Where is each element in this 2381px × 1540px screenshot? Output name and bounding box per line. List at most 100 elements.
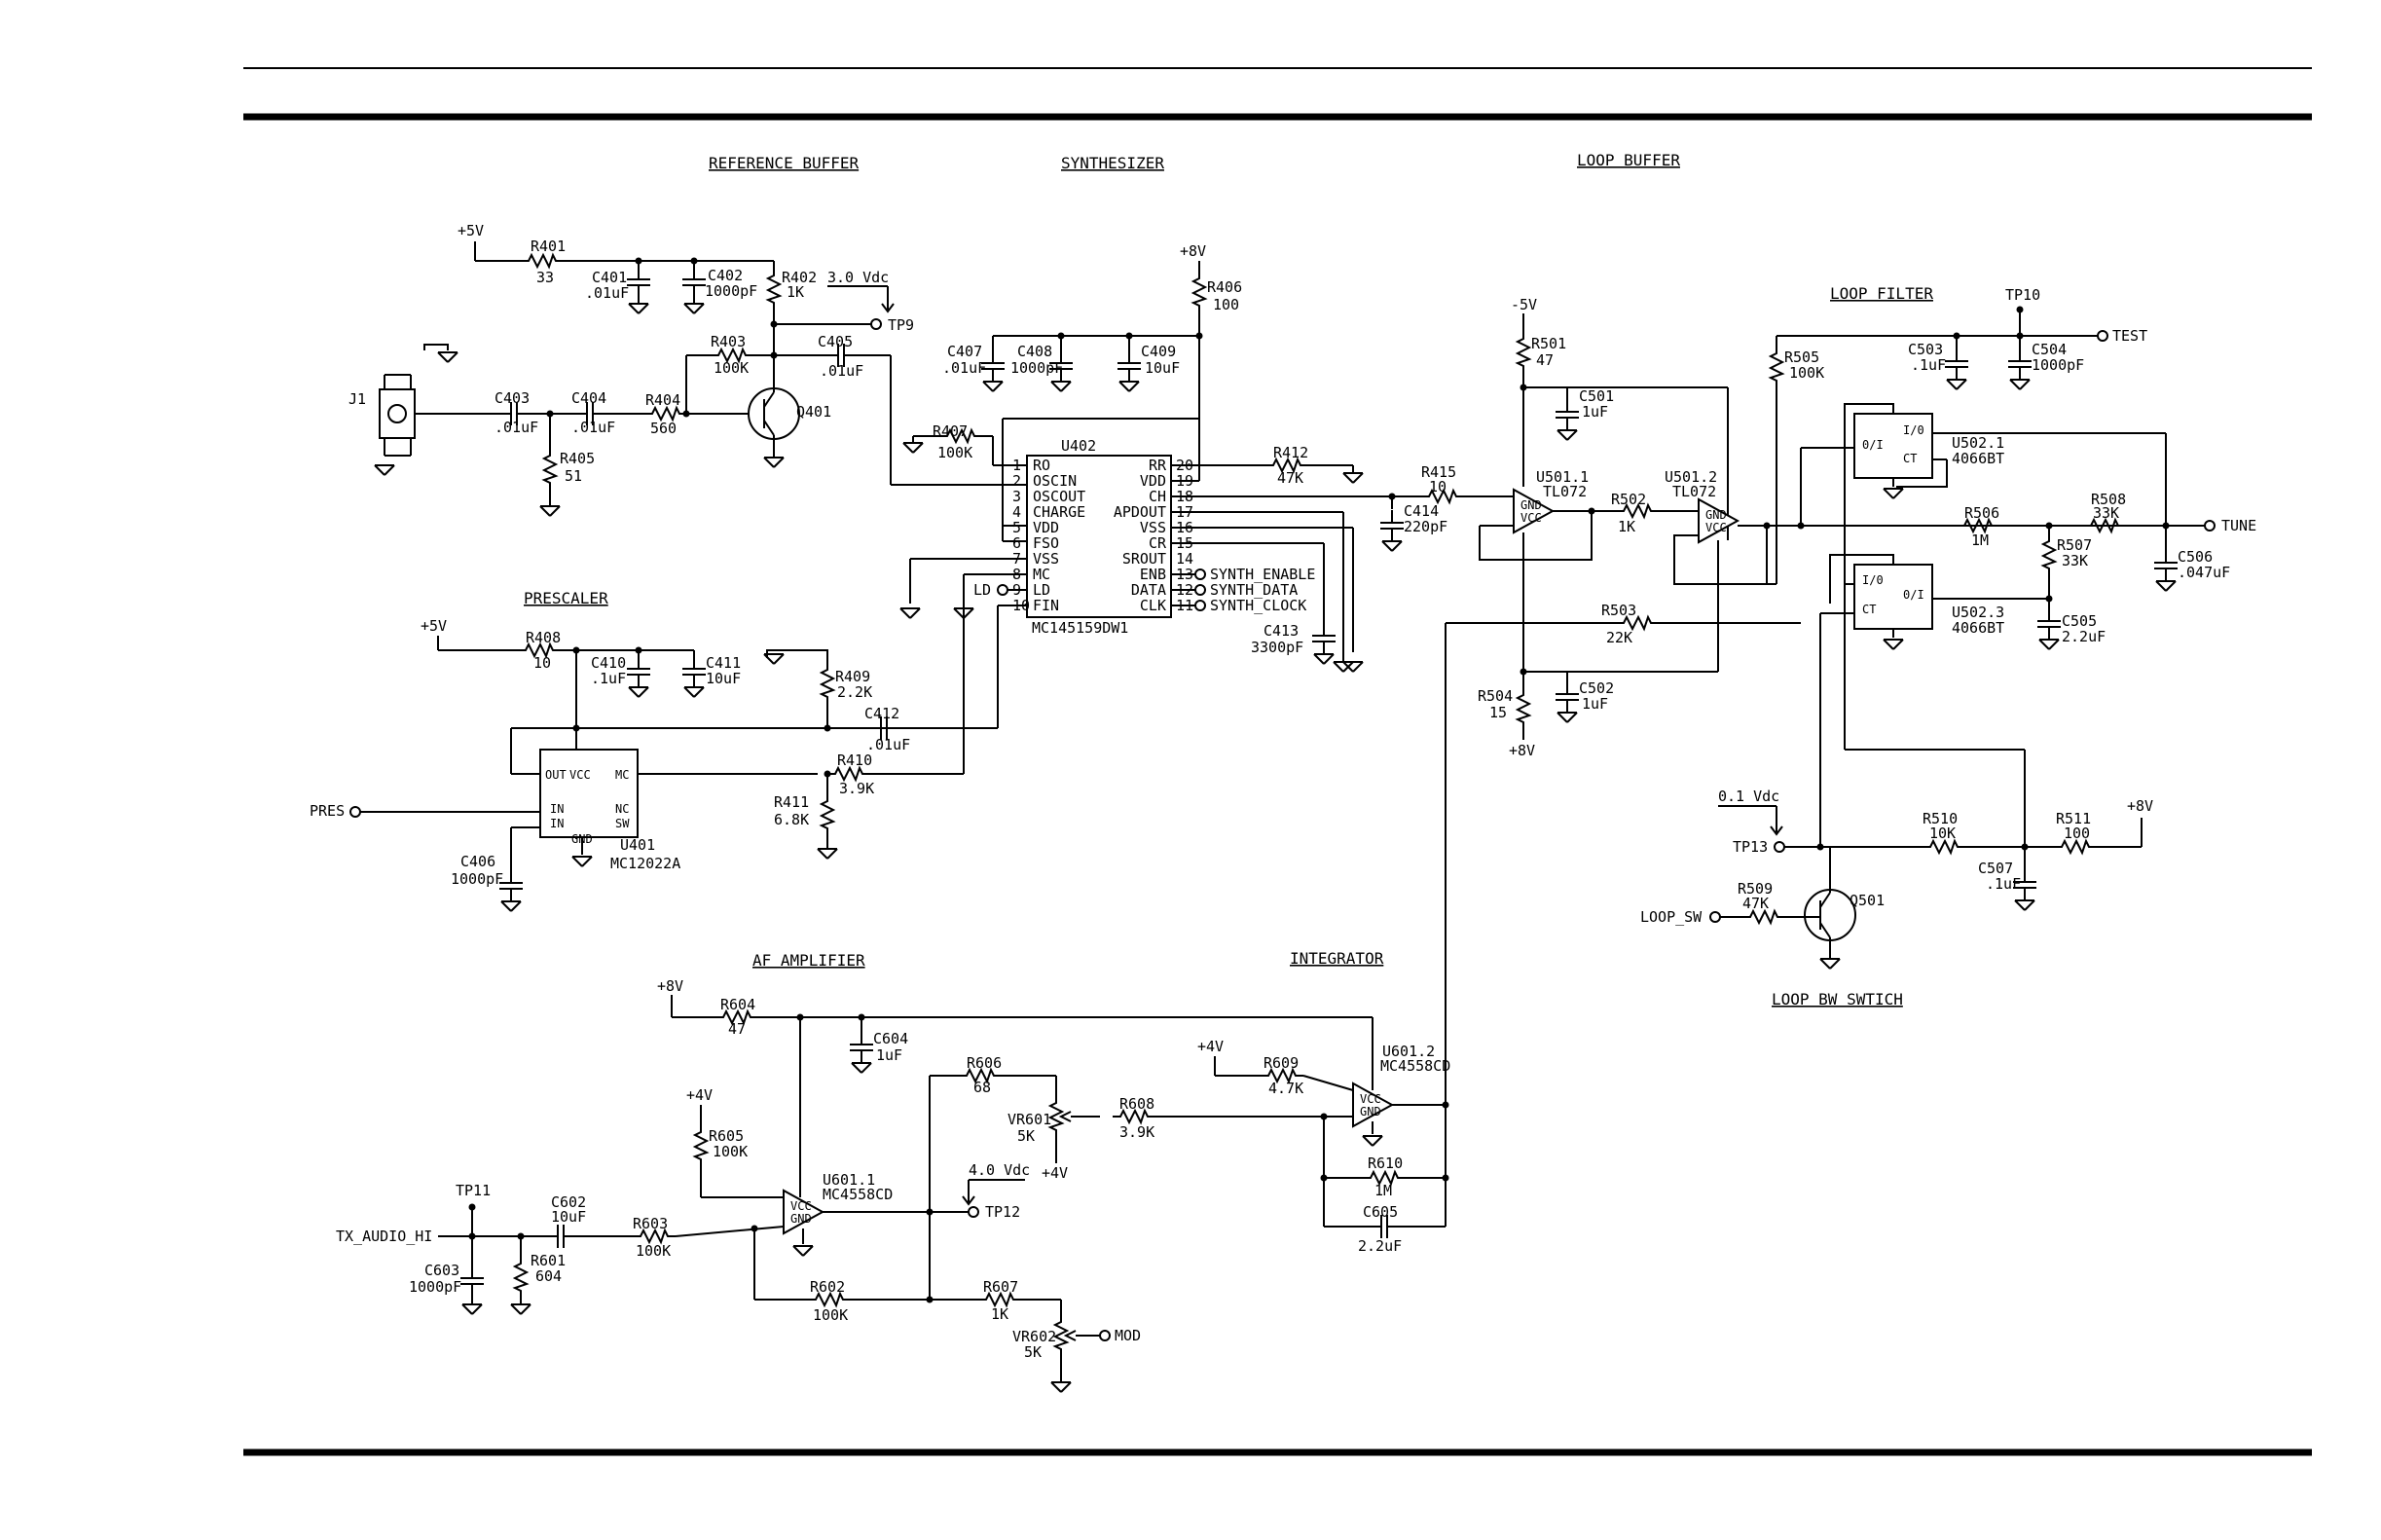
loop-bw-switch: 0.1 Vdc TP13 R510 10K C507 .1uF R511 100… xyxy=(1640,788,2153,970)
u501-1-part: TL072 xyxy=(1543,483,1587,500)
c505-value: 2.2uF xyxy=(2062,628,2106,645)
r404-value: 560 xyxy=(650,420,677,437)
c402-ref: C402 xyxy=(708,267,743,284)
pres-label: PRES xyxy=(310,802,345,820)
c504-ref: C504 xyxy=(2032,341,2067,358)
r507-ref: R507 xyxy=(2057,536,2092,554)
ic-u401 xyxy=(539,749,639,838)
r507-value: 33K xyxy=(2062,552,2088,569)
r601-value: 604 xyxy=(535,1267,562,1285)
u402-pin-number: 1 xyxy=(1012,457,1021,474)
c605-value: 2.2uF xyxy=(1358,1237,1402,1255)
rail-label: +8V xyxy=(1509,742,1535,759)
section-title: LOOP FILTER xyxy=(1830,284,1933,303)
r605-value: 100K xyxy=(713,1143,748,1160)
r610-value: 1M xyxy=(1374,1182,1392,1199)
r501-value: 47 xyxy=(1536,351,1554,369)
u402-pin-name: APDOUT xyxy=(1114,503,1166,521)
c407-value: .01uF xyxy=(942,359,986,377)
r605-ref: R605 xyxy=(709,1127,744,1145)
c602-ref: C602 xyxy=(551,1193,586,1211)
rail-label: +4V xyxy=(1042,1164,1068,1182)
tp12-voltage: 4.0 Vdc xyxy=(969,1161,1030,1179)
u402-pin-name: DATA xyxy=(1131,581,1166,599)
c503-value: .1uF xyxy=(1911,356,1946,374)
u402-pin-number: 2 xyxy=(1012,472,1021,490)
r412-value: 47K xyxy=(1277,469,1303,487)
c408-value: 1000pF xyxy=(1010,359,1063,377)
u402-pin-name: OSCOUT xyxy=(1033,488,1085,505)
tp9-voltage: 3.0 Vdc xyxy=(827,269,889,286)
u401-ref: U401 xyxy=(620,836,655,854)
u401-part: MC12022A xyxy=(610,855,680,872)
test-label: TEST xyxy=(2112,327,2147,345)
c412-value: .01uF xyxy=(866,736,910,753)
svg-text:OUT: OUT xyxy=(545,768,567,782)
u402-pin-name: VDD xyxy=(1033,519,1059,536)
r503-value: 22K xyxy=(1606,629,1632,646)
u402-pin-name: VSS xyxy=(1033,550,1059,568)
loop-filter: TEST TP10 C503 .1uF C504 1000pF R505 100… xyxy=(1767,286,2256,847)
c404-value: .01uF xyxy=(571,419,615,436)
svg-text:I/0: I/0 xyxy=(1903,423,1924,437)
u402-pin-name: CHARGE xyxy=(1033,503,1085,521)
r602-ref: R602 xyxy=(810,1278,845,1296)
c605-ref: C605 xyxy=(1363,1203,1398,1221)
tune-label: TUNE xyxy=(2221,517,2256,534)
r410-ref: R410 xyxy=(837,752,872,769)
c401-value: .01uF xyxy=(585,284,629,302)
prescaler: +5V R408 10 C410 .1uF C411 10uF R409 2.2… xyxy=(310,574,998,912)
u402-ref: U402 xyxy=(1061,437,1096,455)
r409-value: 2.2K xyxy=(837,683,872,701)
u402-pin-name: OSCIN xyxy=(1033,472,1077,490)
r607-value: 1K xyxy=(991,1305,1008,1323)
c413-value: 3300pF xyxy=(1251,639,1303,656)
c406-value: 1000pF xyxy=(451,870,503,888)
svg-text:VCC: VCC xyxy=(569,768,591,782)
r602-value: 100K xyxy=(813,1306,848,1324)
r404-ref: R404 xyxy=(645,391,680,409)
r603-ref: R603 xyxy=(633,1215,668,1232)
c506-value: .047uF xyxy=(2178,564,2230,581)
r508-ref: R508 xyxy=(2091,491,2126,508)
r502-ref: R502 xyxy=(1611,491,1646,508)
r506-value: 1M xyxy=(1971,532,1989,549)
u601-1-ref: U601.1 xyxy=(823,1171,875,1189)
r508-value: 33K xyxy=(2093,504,2119,522)
r405-value: 51 xyxy=(565,467,582,485)
svg-text:IN: IN xyxy=(550,802,564,816)
c411-ref: C411 xyxy=(706,654,741,672)
r403-ref: R403 xyxy=(711,333,746,350)
c405-value: .01uF xyxy=(820,362,863,380)
c406-ref: C406 xyxy=(460,853,495,870)
u402-pin-number: 5 xyxy=(1012,519,1021,536)
u402-pin-name: CR xyxy=(1149,534,1167,552)
r402-ref: R402 xyxy=(782,269,817,286)
r511-ref: R511 xyxy=(2056,810,2091,827)
r401-ref: R401 xyxy=(531,238,566,255)
c603-value: 1000pF xyxy=(409,1278,461,1296)
af-amplifier: +8V R604 47 C604 1uF +4V R605 100K VCCGN… xyxy=(336,977,1374,1393)
u402-pin-name: LD xyxy=(1033,581,1050,599)
rail-label: +8V xyxy=(2127,797,2153,815)
rail-label: +4V xyxy=(686,1086,713,1104)
switch-u502-1 xyxy=(1853,413,1933,479)
vr601-value: 5K xyxy=(1017,1127,1035,1145)
r503-ref: R503 xyxy=(1601,602,1636,619)
c414-ref: C414 xyxy=(1404,502,1439,520)
tp9-label: TP9 xyxy=(888,316,914,334)
rail-label: -5V xyxy=(1511,296,1537,313)
synth-data-label: SYNTH_DATA xyxy=(1210,581,1298,599)
r415-value: 10 xyxy=(1429,478,1447,495)
section-title: AF AMPLIFIER xyxy=(752,951,865,970)
tp13-label: TP13 xyxy=(1733,838,1768,856)
section-title: PRESCALER xyxy=(524,589,608,607)
synthesizer: +8V R406 100 C407 .01uF C408 1000pF C409… xyxy=(899,242,1504,728)
u402-pin-name: ENB xyxy=(1140,566,1166,583)
c504-value: 1000pF xyxy=(2032,356,2084,374)
c502-ref: C502 xyxy=(1579,679,1614,697)
q501-ref: Q501 xyxy=(1850,892,1885,909)
c410-value: .1uF xyxy=(591,670,626,687)
tp11-label: TP11 xyxy=(456,1182,491,1199)
svg-text:GND: GND xyxy=(1520,498,1542,512)
